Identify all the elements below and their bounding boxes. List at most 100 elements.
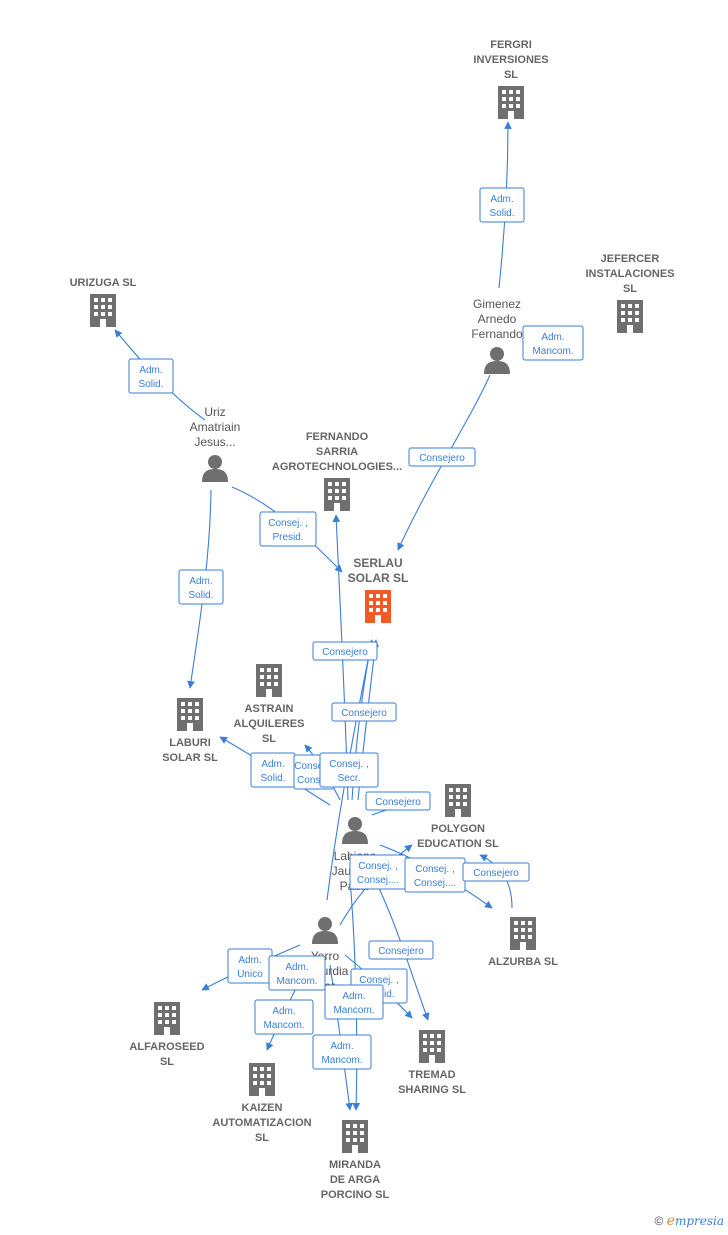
nodes-layer: FERGRI INVERSIONES SL JEFERCER INSTALACIONES… <box>70 39 675 1201</box>
edge-label-text: Mancom. <box>321 1055 362 1066</box>
edge-label-text: Consejero <box>419 453 465 464</box>
person-icon <box>312 917 338 944</box>
company-label: TREMAD <box>408 1069 455 1081</box>
building-icon <box>617 300 643 333</box>
company-label: KAIZEN <box>242 1102 283 1114</box>
person-node-uriz[interactable]: UrizAmatriainJesus... <box>190 405 241 482</box>
person-label: Uriz <box>204 405 225 419</box>
edge-label-e7[interactable]: Consejero <box>312 641 378 661</box>
company-node-fergri[interactable]: FERGRI INVERSIONES SL <box>473 39 549 119</box>
company-label: ALFAROSEED <box>129 1041 204 1053</box>
edge-label-e16[interactable]: Consejero <box>368 940 434 960</box>
company-label: LABURI <box>169 737 211 749</box>
company-label: FERNANDO <box>306 431 369 443</box>
edge-label-text: Presid. <box>272 532 303 543</box>
brand-logo-initial: e <box>666 1213 675 1229</box>
edge-label-e20[interactable]: Adm. Mancom. <box>254 999 314 1035</box>
company-label: PORCINO SL <box>321 1189 390 1201</box>
edge-label-text: Consejero <box>378 946 424 957</box>
edge-label-text: Solid. <box>188 590 213 601</box>
edge-label-e4[interactable]: Adm.Solid. <box>128 358 174 394</box>
edge-label-text: Consej. , <box>294 761 333 772</box>
edge-label-text: Consej. , <box>358 861 397 872</box>
company-label: JEFERCER <box>601 253 660 265</box>
building-icon <box>154 1002 180 1035</box>
edge-label-e9[interactable]: Adm.Solid. <box>250 752 296 788</box>
company-label: AUTOMATIZACION <box>212 1117 311 1129</box>
building-icon <box>342 1120 368 1153</box>
edge-label-e8[interactable]: Consejero <box>331 702 397 722</box>
company-label: SL <box>504 69 518 81</box>
edge-label-text: Adm. <box>342 991 365 1002</box>
edge-label-e21[interactable]: Adm. Mancom. <box>324 984 384 1020</box>
edge-label-e11[interactable]: Consej. , Secr. <box>319 752 379 788</box>
edge-label-box <box>319 752 379 788</box>
company-node-urizuga[interactable]: URIZUGA SL <box>70 277 137 327</box>
edge-label-box <box>254 999 314 1035</box>
building-icon <box>90 294 116 327</box>
edge-label-e15[interactable]: Consejero <box>462 862 530 882</box>
company-node-tremad[interactable]: TREMAD SHARING SL <box>398 1030 466 1096</box>
edge-label-text: Adm. <box>261 759 284 770</box>
edge-labels-layer: Adm.Solid.Adm.Mancom.ConsejeroAdm.Solid.… <box>128 187 584 1070</box>
company-node-jefercer[interactable]: JEFERCER INSTALACIONES SL <box>585 253 675 333</box>
edge-label-box <box>324 984 384 1020</box>
company-node-fernando[interactable]: FERNANDO SARRIA AGROTECHNOLOGIES... <box>272 431 402 511</box>
edge-label-text: Solid. <box>489 208 514 219</box>
company-label: SL <box>623 283 637 295</box>
edge-label-e13[interactable]: Consej. ,Consej.... <box>349 854 407 890</box>
edge-label-e3[interactable]: Consejero <box>408 447 476 467</box>
edge-label-e2[interactable]: Adm.Mancom. <box>522 325 584 361</box>
edge-label-text: Consej. , <box>415 864 454 875</box>
brand-footer[interactable]: © empresia <box>654 1213 724 1229</box>
company-label: FERGRI <box>490 39 532 51</box>
edge-label-text: Secr. <box>338 773 361 784</box>
company-label: SL <box>160 1056 174 1068</box>
edge-label-box <box>462 862 530 882</box>
edge-label-e18[interactable]: Adm.Mancom. <box>268 955 326 991</box>
company-node-alfaroseed[interactable]: ALFAROSEED SL <box>129 1002 205 1068</box>
edge-label-text: Adm. <box>272 1006 295 1017</box>
edge-label-box <box>522 325 584 361</box>
edge-label-text: Mancom. <box>263 1020 304 1031</box>
edge-label-text: Consej. , <box>359 975 398 986</box>
building-icon <box>249 1063 275 1096</box>
edge-label-e17[interactable]: Adm.Unico <box>227 948 273 984</box>
company-label: INVERSIONES <box>473 54 548 66</box>
edge-label-text: Mancom. <box>333 1005 374 1016</box>
company-node-alzurba[interactable]: ALZURBA SL <box>488 917 558 968</box>
edge-label-box <box>368 940 434 960</box>
company-node-kaizen[interactable]: KAIZEN AUTOMATIZACION SL <box>212 1063 312 1144</box>
person-label: Arnedo <box>478 312 517 326</box>
company-label: SL <box>255 1132 269 1144</box>
edge-label-text: Consej.... <box>414 878 456 889</box>
company-label: SOLAR SL <box>348 571 409 585</box>
company-label: INSTALACIONES <box>585 268 674 280</box>
building-icon <box>510 917 536 950</box>
edge-label-e6[interactable]: Adm.Solid. <box>178 569 224 605</box>
copyright-symbol: © <box>654 1214 664 1228</box>
building-icon <box>256 664 282 697</box>
edge-label-text: Adm. <box>490 194 513 205</box>
edge-label-text: Adm. <box>139 365 162 376</box>
company-label: SHARING SL <box>398 1084 466 1096</box>
edge-label-e12[interactable]: Consejero <box>365 791 431 811</box>
edge-label-e22[interactable]: Adm.Mancom. <box>312 1034 372 1070</box>
company-label: SL <box>262 733 276 745</box>
edge-label-e1[interactable]: Adm. Solid. <box>479 187 525 223</box>
edge-label-text: Consej. , <box>268 518 307 529</box>
company-label: EDUCATION SL <box>417 838 499 850</box>
company-label: SARRIA <box>316 446 358 458</box>
company-label: AGROTECHNOLOGIES... <box>272 461 402 473</box>
edge-label-text: Consejero <box>322 647 368 658</box>
edge-label-e14[interactable]: Consej. , Consej.... <box>404 857 466 893</box>
person-label: Amatriain <box>190 420 241 434</box>
edge-label-text: Consej. , <box>329 759 368 770</box>
edge-label-e5[interactable]: Consej. , Presid. <box>259 511 317 547</box>
